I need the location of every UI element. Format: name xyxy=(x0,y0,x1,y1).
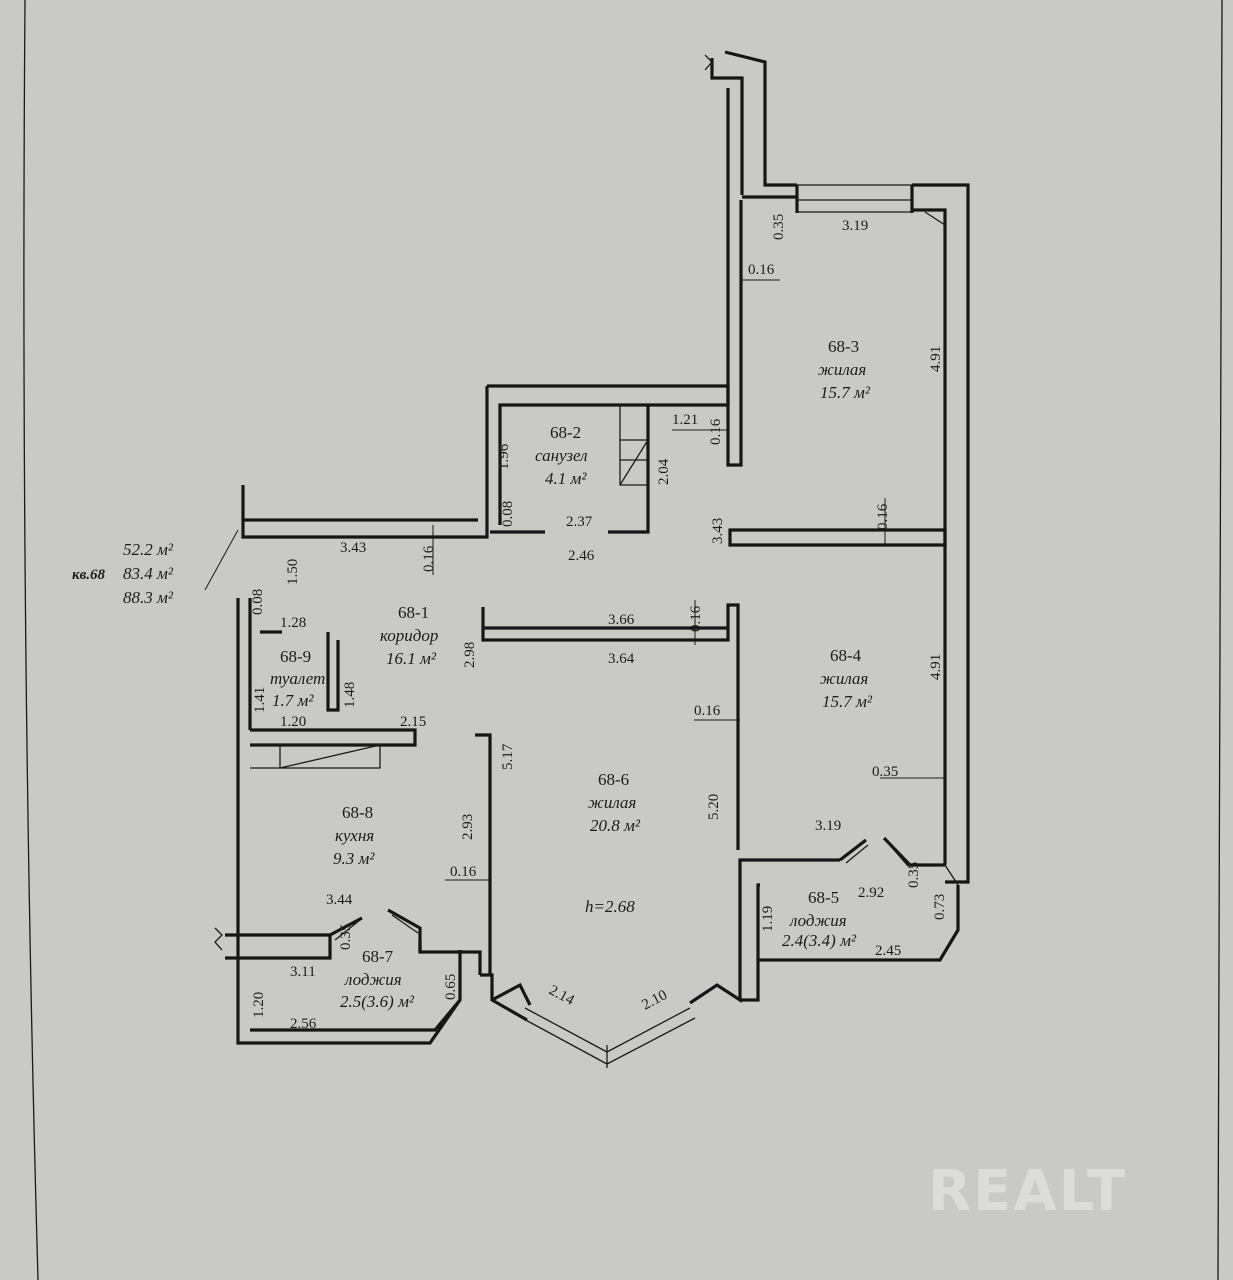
ceiling-height: h=2.68 xyxy=(585,897,635,916)
svg-text:68-5: 68-5 xyxy=(808,888,839,907)
svg-text:0.08: 0.08 xyxy=(500,501,516,527)
svg-text:санузел: санузел xyxy=(535,446,588,465)
svg-text:68-2: 68-2 xyxy=(550,423,581,442)
room-68-3: 68-3 жилая 15.7 м² xyxy=(818,337,871,402)
wall-break-left xyxy=(214,927,223,951)
living-area: 52.2 м² xyxy=(123,540,174,559)
svg-text:3.64: 3.64 xyxy=(608,651,635,667)
svg-text:68-4: 68-4 xyxy=(830,646,862,665)
svg-text:68-3: 68-3 xyxy=(828,337,859,356)
svg-text:2.04: 2.04 xyxy=(656,458,672,485)
svg-text:лоджия: лоджия xyxy=(344,970,402,989)
svg-text:5.20: 5.20 xyxy=(706,794,722,820)
svg-text:0.35: 0.35 xyxy=(906,862,922,888)
realt-watermark: REALT xyxy=(928,1159,1127,1224)
svg-text:0.73: 0.73 xyxy=(932,894,948,920)
svg-text:16.1 м²: 16.1 м² xyxy=(386,649,437,668)
svg-text:15.7 м²: 15.7 м² xyxy=(822,692,873,711)
svg-text:1.21: 1.21 xyxy=(672,412,698,428)
svg-text:3.11: 3.11 xyxy=(290,964,316,980)
svg-text:1.28: 1.28 xyxy=(280,615,306,631)
svg-text:2.98: 2.98 xyxy=(462,642,478,668)
svg-text:0.35: 0.35 xyxy=(338,924,354,950)
svg-text:15.7 м²: 15.7 м² xyxy=(820,383,871,402)
svg-text:0.16: 0.16 xyxy=(421,545,437,572)
total-area: 83.4 м² xyxy=(123,564,174,583)
svg-text:68-1: 68-1 xyxy=(398,603,429,622)
svg-text:2.56: 2.56 xyxy=(290,1016,317,1032)
svg-text:1.41: 1.41 xyxy=(252,687,268,713)
svg-text:1.48: 1.48 xyxy=(342,682,358,708)
room-68-8: 68-8 кухня 9.3 м² xyxy=(333,803,375,868)
svg-text:5.17: 5.17 xyxy=(500,743,516,770)
room-68-7: 68-7 лоджия 2.5(3.6) м² xyxy=(340,947,415,1011)
svg-text:3.19: 3.19 xyxy=(842,218,868,234)
svg-text:1.7 м²: 1.7 м² xyxy=(272,691,314,710)
room-68-1: 68-1 коридор 16.1 м² xyxy=(380,603,438,668)
svg-text:2.5(3.6) м²: 2.5(3.6) м² xyxy=(340,992,415,1011)
svg-text:2.4(3.4) м²: 2.4(3.4) м² xyxy=(782,931,857,950)
svg-text:2.37: 2.37 xyxy=(566,514,593,530)
svg-text:3.43: 3.43 xyxy=(710,518,726,544)
svg-text:3.43: 3.43 xyxy=(340,540,366,556)
room-68-2: 68-2 санузел 4.1 м² xyxy=(535,423,588,488)
svg-text:9.3 м²: 9.3 м² xyxy=(333,849,375,868)
svg-text:4.91: 4.91 xyxy=(928,654,944,680)
dimension-labels: 0.35 3.19 0.16 4.91 1.21 0.16 1.96 2.04 … xyxy=(250,214,948,1032)
svg-text:2.92: 2.92 xyxy=(858,885,884,901)
total-with-loggia: 88.3 м² xyxy=(123,588,174,607)
svg-text:жилая: жилая xyxy=(820,669,868,688)
svg-text:1.96: 1.96 xyxy=(496,443,512,470)
svg-text:4.1 м²: 4.1 м² xyxy=(545,469,587,488)
svg-text:0.35: 0.35 xyxy=(872,764,898,780)
svg-text:кухня: кухня xyxy=(335,826,374,845)
svg-text:2.14: 2.14 xyxy=(546,982,577,1009)
svg-text:68-7: 68-7 xyxy=(362,947,394,966)
svg-text:2.10: 2.10 xyxy=(639,987,670,1013)
apartment-number: кв.68 xyxy=(72,567,106,583)
svg-text:1.19: 1.19 xyxy=(760,906,776,932)
apartment-totals: 52.2 м² кв.68 83.4 м² 88.3 м² xyxy=(72,540,174,607)
svg-text:1.20: 1.20 xyxy=(251,992,267,1018)
svg-text:жилая: жилая xyxy=(818,360,866,379)
svg-text:1.20: 1.20 xyxy=(280,714,306,730)
svg-text:3.44: 3.44 xyxy=(326,892,353,908)
svg-text:0.16: 0.16 xyxy=(694,703,721,719)
svg-text:4.91: 4.91 xyxy=(928,346,944,372)
svg-text:0.65: 0.65 xyxy=(443,974,459,1000)
svg-text:жилая: жилая xyxy=(588,793,636,812)
svg-text:0.16: 0.16 xyxy=(450,864,477,880)
svg-text:2.93: 2.93 xyxy=(460,814,476,840)
svg-text:2.15: 2.15 xyxy=(400,714,426,730)
svg-text:1.50: 1.50 xyxy=(285,559,301,585)
svg-text:0.08: 0.08 xyxy=(250,589,266,615)
page-edge-left xyxy=(23,0,39,1280)
svg-text:3.19: 3.19 xyxy=(815,818,841,834)
svg-text:0.16: 0.16 xyxy=(708,418,724,445)
walls xyxy=(225,50,970,1068)
wall-break-top xyxy=(704,54,713,71)
svg-text:68-8: 68-8 xyxy=(342,803,373,822)
room-68-4: 68-4 жилая 15.7 м² xyxy=(820,646,873,711)
room-68-5: 68-5 лоджия 2.4(3.4) м² xyxy=(782,888,857,950)
svg-text:коридор: коридор xyxy=(380,626,438,645)
svg-text:лоджия: лоджия xyxy=(789,911,847,930)
svg-text:68-6: 68-6 xyxy=(598,770,629,789)
svg-text:2.45: 2.45 xyxy=(875,943,901,959)
svg-text:0.16: 0.16 xyxy=(688,605,704,632)
svg-text:0.16: 0.16 xyxy=(875,503,891,530)
room-68-9: 68-9 туалет 1.7 м² xyxy=(270,647,325,710)
svg-text:68-9: 68-9 xyxy=(280,647,311,666)
page-edge-right xyxy=(1217,0,1223,1280)
svg-text:2.46: 2.46 xyxy=(568,548,595,564)
room-68-6: 68-6 жилая 20.8 м² h=2.68 xyxy=(585,770,641,916)
svg-text:0.35: 0.35 xyxy=(771,214,787,240)
svg-text:туалет: туалет xyxy=(270,669,325,688)
svg-text:0.16: 0.16 xyxy=(748,262,775,278)
svg-text:20.8 м²: 20.8 м² xyxy=(590,816,641,835)
totals-leader xyxy=(204,529,239,591)
svg-text:3.66: 3.66 xyxy=(608,612,635,628)
